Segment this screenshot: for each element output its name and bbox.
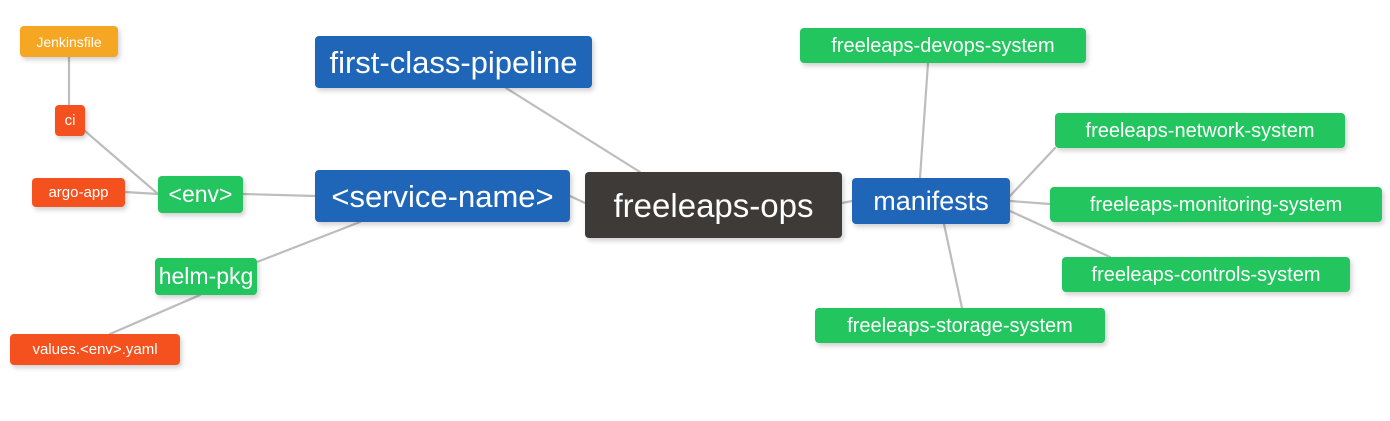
node-service-name-label: <service-name> xyxy=(331,178,554,214)
node-service-name[interactable]: <service-name> xyxy=(315,170,570,222)
node-argo-app[interactable]: argo-app xyxy=(32,178,125,207)
node-root-freeleaps-ops[interactable]: freeleaps-ops xyxy=(585,172,842,238)
node-values-yaml[interactable]: values.<env>.yaml xyxy=(10,334,180,365)
edge-service-name-root xyxy=(568,194,587,205)
node-jenkinsfile-label: Jenkinsfile xyxy=(36,33,102,50)
edge-root-manifests xyxy=(840,199,854,205)
node-manifests[interactable]: manifests xyxy=(852,178,1010,224)
node-freeleaps-network-system-label: freeleaps-network-system xyxy=(1085,119,1315,142)
node-root-label: freeleaps-ops xyxy=(613,186,814,224)
node-helm-pkg[interactable]: helm-pkg xyxy=(155,258,257,295)
node-freeleaps-controls-system-label: freeleaps-controls-system xyxy=(1091,263,1321,286)
node-env-label: <env> xyxy=(168,181,233,207)
node-ci[interactable]: ci xyxy=(55,105,85,136)
node-first-class-pipeline[interactable]: first-class-pipeline xyxy=(315,36,592,88)
node-argo-app-label: argo-app xyxy=(48,184,109,201)
node-freeleaps-network-system[interactable]: freeleaps-network-system xyxy=(1055,113,1345,148)
edge-env-service-name xyxy=(241,192,317,198)
node-first-class-pipeline-label: first-class-pipeline xyxy=(329,44,578,80)
node-values-yaml-label: values.<env>.yaml xyxy=(32,341,158,358)
node-env[interactable]: <env> xyxy=(158,176,243,213)
node-freeleaps-monitoring-system-label: freeleaps-monitoring-system xyxy=(1089,193,1343,216)
edge-values-helmpkg xyxy=(108,293,202,336)
node-manifests-label: manifests xyxy=(873,185,989,216)
edge-helmpkg-service-name xyxy=(255,220,362,264)
node-freeleaps-storage-system[interactable]: freeleaps-storage-system xyxy=(815,308,1105,343)
node-helm-pkg-label: helm-pkg xyxy=(158,263,254,289)
node-freeleaps-devops-system[interactable]: freeleaps-devops-system xyxy=(800,28,1086,63)
edge-manifests-monitoring xyxy=(1008,199,1052,206)
node-freeleaps-monitoring-system[interactable]: freeleaps-monitoring-system xyxy=(1050,187,1382,222)
edge-manifests-network xyxy=(1008,146,1057,198)
node-freeleaps-controls-system[interactable]: freeleaps-controls-system xyxy=(1062,257,1350,292)
node-ci-label: ci xyxy=(64,112,76,129)
edge-argoapp-env xyxy=(123,190,160,196)
edge-manifests-devops xyxy=(918,61,930,180)
node-freeleaps-storage-system-label: freeleaps-storage-system xyxy=(847,314,1073,337)
node-freeleaps-devops-system-label: freeleaps-devops-system xyxy=(831,34,1055,57)
edge-manifests-storage xyxy=(942,222,964,310)
node-jenkinsfile[interactable]: Jenkinsfile xyxy=(20,26,118,57)
edge-pipeline-root xyxy=(504,86,642,174)
